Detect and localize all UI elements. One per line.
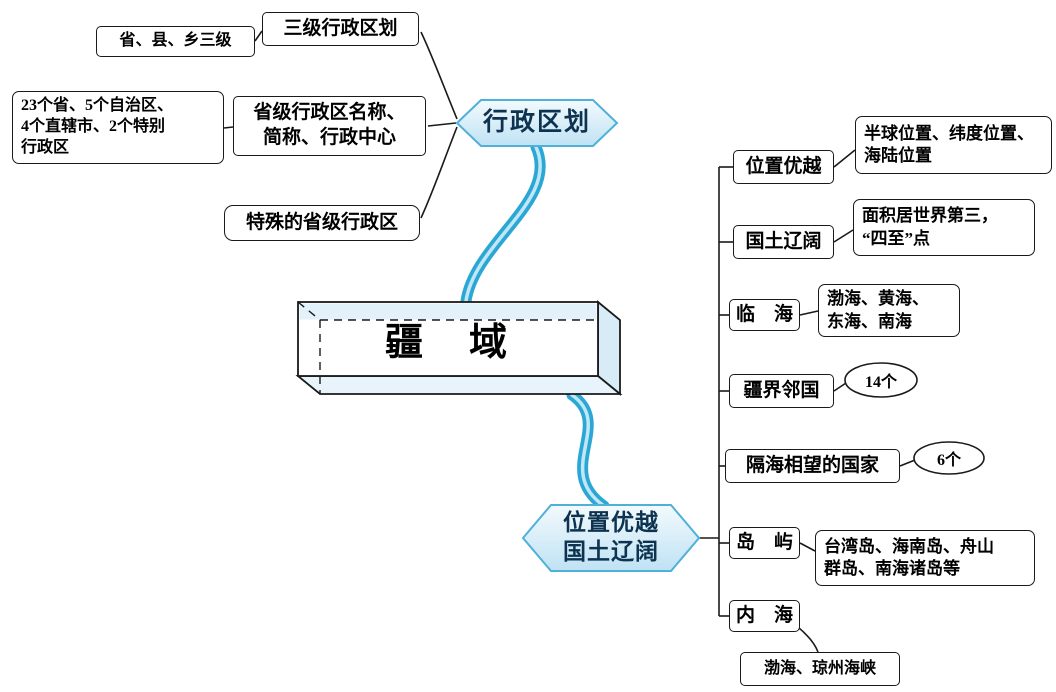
hub-location-territory-label: 位置优越 国土辽阔 <box>523 505 699 571</box>
leaf-inland-sea-list: 渤海、琼州海峡 <box>740 652 900 686</box>
node-vast-territory: 国土辽阔 <box>733 225 834 259</box>
node-countries-across-sea-text: 隔海相望的国家 <box>745 454 879 476</box>
leaf-island-list-line2: 群岛、南海诸岛等 <box>824 559 960 578</box>
node-adjacent-seas: 临 海 <box>729 299 800 331</box>
node-special-admin-regions: 特殊的省级行政区 <box>224 205 420 241</box>
leaf-four-seas: 渤海、黄海、 东海、南海 <box>818 284 960 337</box>
node-inland-seas-text: 内 海 <box>735 604 793 626</box>
leaf-provincial-counts-line1: 23个省、5个自治区、 <box>21 97 174 115</box>
hexagon-location-territory <box>521 504 701 572</box>
leaf-6-count-text: 6个 <box>936 452 961 469</box>
hexagon-admin-divisions <box>455 99 619 147</box>
center-3d-box <box>295 300 623 396</box>
leaf-island-list-line1: 台湾岛、海南岛、舟山 <box>824 536 994 556</box>
leaf-6-count: 6个 <box>914 448 984 469</box>
leaf-position-types: 半球位置、纬度位置、 海陆位置 <box>855 116 1052 174</box>
hub-admin-divisions-text: 行政区划 <box>482 109 591 137</box>
branch-curve-top <box>460 141 546 307</box>
right-connectors <box>699 149 916 653</box>
node-provincial-names: 省级行政区名称、 简称、行政中心 <box>233 96 426 156</box>
node-superior-location: 位置优越 <box>733 150 834 184</box>
ellipse-6-countries <box>913 441 985 475</box>
leaf-area-rank-line1: 面积居世界第三， <box>862 206 998 226</box>
leaf-four-seas-line1: 渤海、黄海、 <box>827 289 929 309</box>
node-inland-seas: 内 海 <box>729 600 800 632</box>
node-provincial-names-line2: 简称、行政中心 <box>262 127 396 148</box>
leaf-provincial-counts-line2: 4个直辖市、2个特别 <box>21 118 166 136</box>
left-connectors <box>223 30 458 219</box>
leaf-four-seas-line2: 东海、南海 <box>827 311 912 331</box>
branch-curve-bottom-highlight <box>570 393 606 508</box>
node-three-level-admin-text: 三级行政区划 <box>283 17 398 39</box>
leaf-province-county-township-text: 省、县、乡三级 <box>119 32 232 50</box>
node-provincial-names-line1: 省级行政区名称、 <box>253 102 406 124</box>
leaf-14-count-text: 14个 <box>864 374 897 391</box>
node-three-level-admin: 三级行政区划 <box>262 12 419 46</box>
leaf-position-types-line1: 半球位置、纬度位置、 <box>864 123 1034 143</box>
hub-location-line2: 国土辽阔 <box>563 539 659 564</box>
leaf-inland-sea-list-text: 渤海、琼州海峡 <box>763 659 876 677</box>
hub-location-line1: 位置优越 <box>563 510 659 536</box>
leaf-island-list: 台湾岛、海南岛、舟山 群岛、南海诸岛等 <box>815 530 1035 586</box>
node-islands-text: 岛 屿 <box>735 531 793 553</box>
leaf-provincial-counts-line3: 行政区 <box>21 138 70 156</box>
node-vast-territory-text: 国土辽阔 <box>745 230 822 252</box>
node-special-admin-regions-text: 特殊的省级行政区 <box>245 211 398 233</box>
node-border-countries-text: 疆界邻国 <box>743 379 820 401</box>
node-superior-location-text: 位置优越 <box>745 155 822 177</box>
center-topic-label: 疆 域 <box>384 321 511 364</box>
leaf-area-rank-line2: “四至”点 <box>862 228 930 248</box>
ellipse-14-countries <box>844 362 918 398</box>
leaf-provincial-counts: 23个省、5个自治区、 4个直辖市、2个特别 行政区 <box>12 91 224 164</box>
node-islands: 岛 屿 <box>729 527 800 559</box>
leaf-province-county-township: 省、县、乡三级 <box>96 26 255 57</box>
node-border-countries: 疆界邻国 <box>729 374 834 408</box>
leaf-14-count: 14个 <box>845 370 917 391</box>
leaf-area-rank: 面积居世界第三， “四至”点 <box>853 199 1035 256</box>
hub-admin-divisions-label: 行政区划 <box>457 100 617 146</box>
node-countries-across-sea: 隔海相望的国家 <box>725 449 900 483</box>
node-adjacent-seas-text: 临 海 <box>735 303 793 325</box>
branch-curve-top-highlight <box>464 145 542 303</box>
leaf-position-types-line2: 海陆位置 <box>864 146 932 165</box>
